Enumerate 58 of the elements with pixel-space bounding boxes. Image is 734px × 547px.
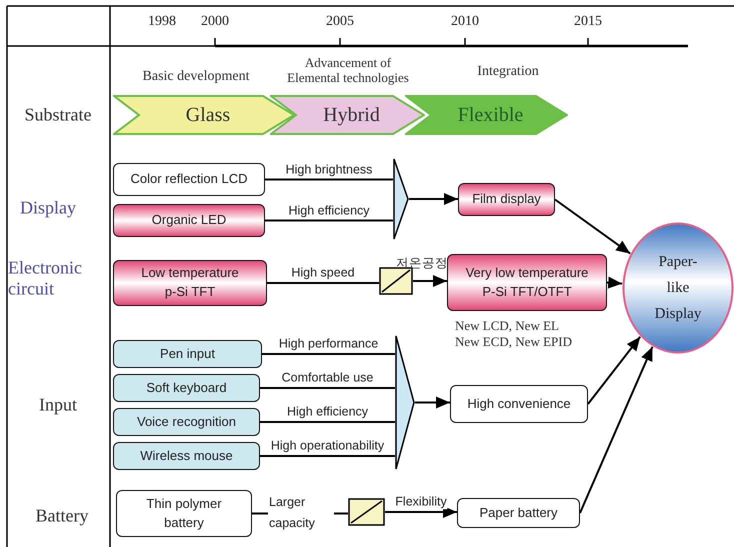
process-box: Voice recognition — [113, 408, 260, 436]
edge-label: Flexibility — [394, 495, 448, 509]
merge-triangle — [393, 158, 409, 240]
converter-symbol — [379, 267, 413, 295]
arrow — [554, 198, 631, 254]
process-box: Pen input — [113, 340, 262, 368]
year-label: 2000 — [201, 14, 229, 30]
year-label: 2010 — [451, 14, 479, 30]
year-label: 2005 — [326, 14, 354, 30]
chevron-band: Hybrid — [270, 95, 425, 135]
edge-label: High efficiency — [286, 405, 370, 419]
connector-line — [262, 353, 395, 355]
process-box: Thin polymer battery — [116, 490, 252, 537]
arrow — [415, 396, 450, 408]
arrow — [413, 275, 447, 287]
merge-triangle — [395, 335, 415, 470]
process-box: Low temperature p-Si TFT — [113, 260, 267, 306]
row-label: Electronic circuit — [8, 257, 83, 299]
row-label: Display — [20, 198, 76, 218]
edge-label: High performance — [278, 337, 380, 351]
phase-label: Basic development — [142, 68, 250, 86]
edge-label: High speed — [290, 266, 356, 280]
edge-label: High operationability — [270, 439, 386, 453]
arrow — [587, 336, 641, 405]
process-box: Wireless mouse — [113, 442, 260, 470]
year-label: 1998 — [148, 14, 176, 30]
row-label: Input — [39, 394, 77, 416]
connector-line — [260, 455, 395, 457]
process-box: Organic LED — [113, 204, 265, 237]
phase-label: Advancement of Elemental technologies — [286, 56, 410, 86]
connector-line — [260, 421, 395, 423]
arrow — [409, 193, 458, 205]
converter-symbol — [348, 498, 385, 526]
chevron-band: Glass — [113, 95, 295, 135]
goal-ellipse: Paper-like Display — [622, 222, 734, 354]
chevron-band: Flexible — [405, 95, 568, 135]
connector-line — [267, 282, 379, 284]
process-box: Color reflection LCD — [113, 163, 265, 196]
edge-label: Comfortable use — [280, 371, 374, 385]
process-box: Very low temperature P-Si TFT/OTFT — [447, 254, 607, 311]
edge-label: High efficiency — [287, 204, 371, 218]
process-box: Paper battery — [457, 498, 580, 528]
process-box: Soft keyboard — [113, 374, 260, 402]
note-text: 저온공정 — [396, 256, 448, 271]
row-label: Battery — [36, 506, 88, 526]
arrow — [606, 276, 622, 289]
year-label: 2015 — [574, 14, 602, 30]
phase-label: Integration — [477, 64, 539, 80]
process-box: Film display — [458, 183, 555, 216]
edge-label: High brightness — [284, 162, 374, 176]
arrow — [579, 346, 654, 514]
note-text: New LCD, New EL New ECD, New EPID — [455, 318, 573, 350]
connector-line — [265, 178, 393, 180]
arrow — [385, 506, 457, 518]
connector-line — [260, 387, 395, 389]
process-box: High convenience — [450, 385, 588, 423]
row-label: Substrate — [24, 104, 92, 126]
connector-line — [265, 220, 393, 222]
